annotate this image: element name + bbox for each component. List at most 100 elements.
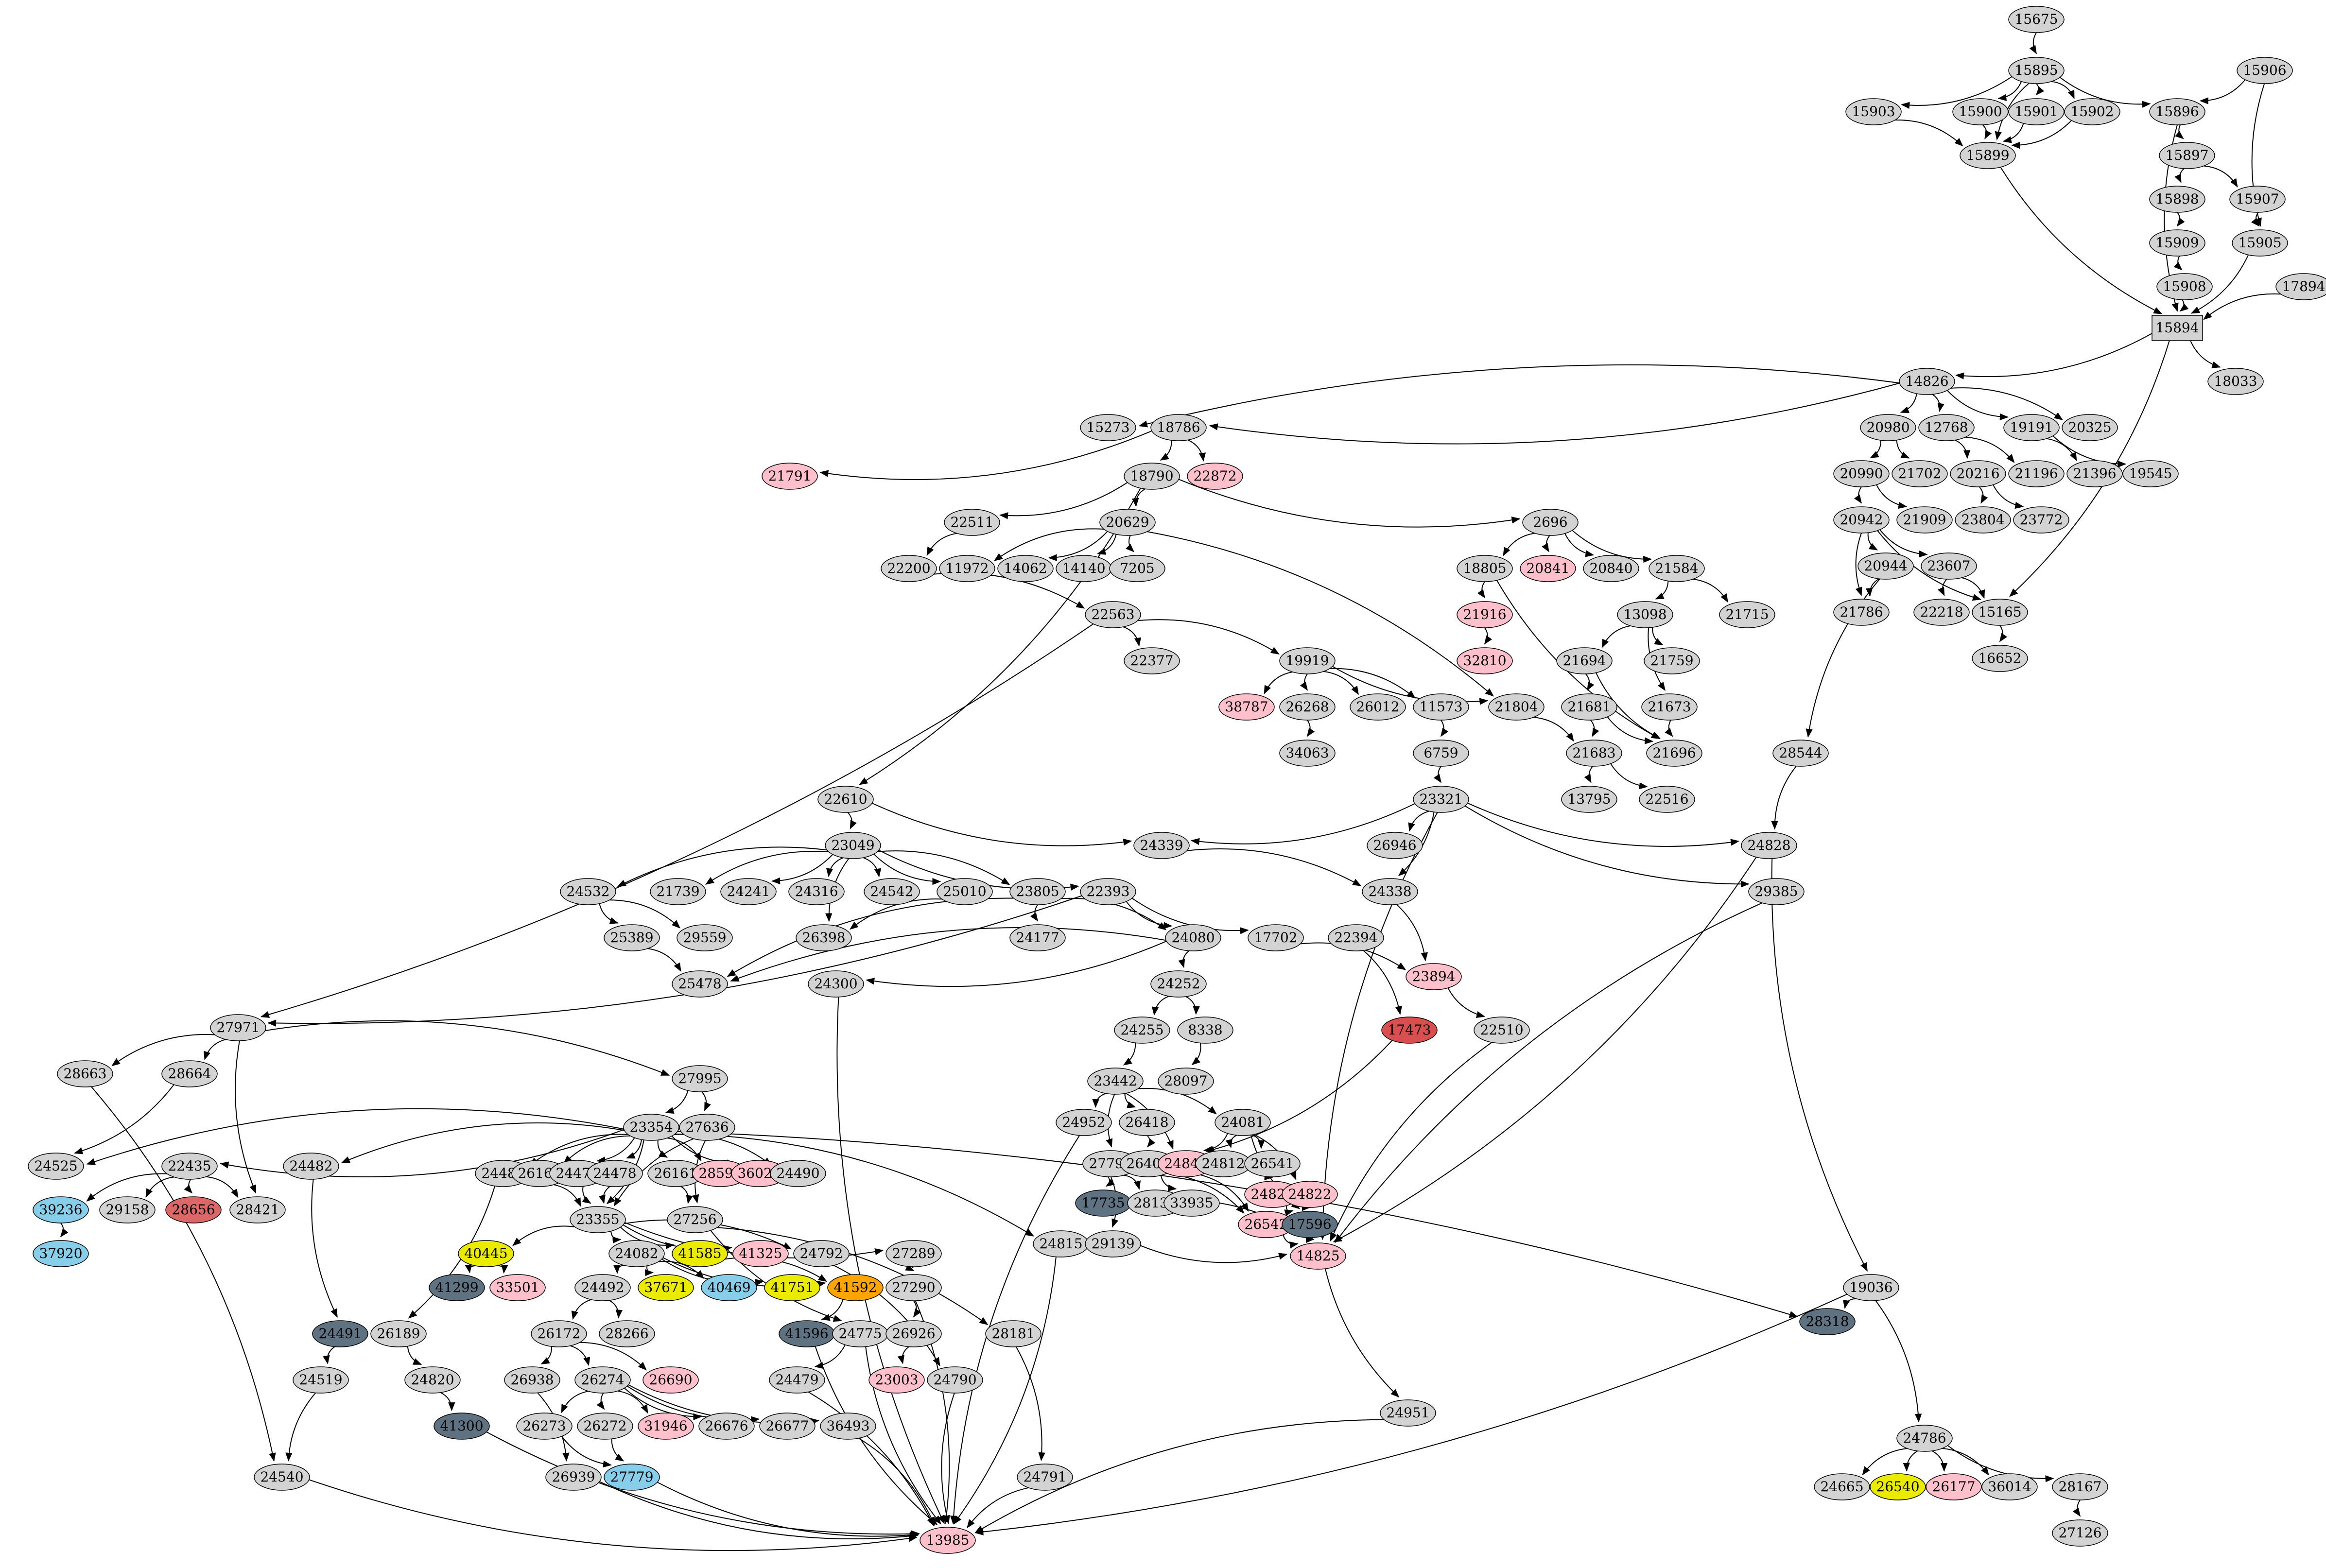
graph-node-24542[interactable]: 24542 (864, 878, 920, 905)
graph-node-24478[interactable]: 24478 (587, 1160, 643, 1187)
graph-node-40469[interactable]: 40469 (701, 1274, 757, 1301)
graph-node-17702[interactable]: 17702 (1248, 924, 1304, 951)
graph-node-20980[interactable]: 20980 (1860, 414, 1916, 441)
graph-node-21739[interactable]: 21739 (650, 878, 706, 905)
graph-node-26189[interactable]: 26189 (370, 1320, 427, 1347)
graph-node-14826[interactable]: 14826 (1899, 368, 1955, 395)
graph-node-24339[interactable]: 24339 (1133, 832, 1190, 859)
graph-node-7205[interactable]: 7205 (1109, 555, 1165, 582)
graph-node-23354[interactable]: 23354 (623, 1114, 679, 1141)
graph-node-22394[interactable]: 22394 (1328, 924, 1384, 951)
graph-node-28097[interactable]: 28097 (1158, 1068, 1214, 1095)
graph-node-26274[interactable]: 26274 (574, 1366, 631, 1394)
graph-node-20216[interactable]: 20216 (1950, 460, 2006, 487)
graph-node-24822[interactable]: 24822 (1282, 1181, 1338, 1208)
graph-node-26542[interactable]: 26542 (1238, 1211, 1294, 1238)
graph-node-24820[interactable]: 24820 (404, 1366, 461, 1394)
graph-node-24665[interactable]: 24665 (1814, 1473, 1870, 1500)
graph-node-15906[interactable]: 15906 (2237, 57, 2293, 84)
graph-node-24815[interactable]: 24815 (1033, 1230, 1089, 1258)
graph-node-33501[interactable]: 33501 (489, 1274, 546, 1301)
graph-node-17473[interactable]: 17473 (1381, 1017, 1438, 1044)
graph-node-24540[interactable]: 24540 (254, 1464, 310, 1491)
graph-node-24338[interactable]: 24338 (1362, 878, 1418, 905)
graph-node-29559[interactable]: 29559 (677, 924, 733, 951)
graph-node-15165[interactable]: 15165 (1972, 599, 2028, 626)
graph-node-26272[interactable]: 26272 (577, 1413, 633, 1440)
graph-node-16652[interactable]: 16652 (1972, 645, 2028, 672)
graph-node-41585[interactable]: 41585 (672, 1240, 728, 1267)
graph-node-27779[interactable]: 27779 (604, 1464, 660, 1491)
graph-node-24479[interactable]: 24479 (769, 1366, 825, 1394)
graph-node-15909[interactable]: 15909 (2149, 229, 2205, 257)
graph-node-26690[interactable]: 26690 (642, 1366, 699, 1394)
graph-node-15895[interactable]: 15895 (2008, 57, 2065, 84)
graph-node-25389[interactable]: 25389 (604, 924, 660, 951)
graph-node-41325[interactable]: 41325 (732, 1240, 789, 1267)
graph-node-26177[interactable]: 26177 (1926, 1473, 1982, 1500)
graph-node-15902[interactable]: 15902 (2064, 98, 2120, 125)
graph-node-17735[interactable]: 17735 (1075, 1189, 1131, 1217)
graph-node-26268[interactable]: 26268 (1279, 693, 1336, 721)
graph-node-24241[interactable]: 24241 (720, 878, 777, 905)
graph-node-24316[interactable]: 24316 (788, 878, 845, 905)
graph-node-22377[interactable]: 22377 (1124, 647, 1180, 674)
graph-node-21584[interactable]: 21584 (1649, 555, 1705, 582)
graph-node-20990[interactable]: 20990 (1833, 460, 1890, 487)
graph-node-17894[interactable]: 17894 (2275, 273, 2326, 300)
graph-node-21702[interactable]: 21702 (1892, 460, 1948, 487)
graph-node-21804[interactable]: 21804 (1488, 693, 1545, 721)
graph-node-27256[interactable]: 27256 (667, 1206, 723, 1233)
graph-node-24490[interactable]: 24490 (770, 1160, 826, 1187)
graph-node-22200[interactable]: 22200 (881, 555, 937, 582)
graph-node-20325[interactable]: 20325 (2062, 414, 2118, 441)
graph-node-14825[interactable]: 14825 (1290, 1242, 1346, 1270)
graph-node-24786[interactable]: 24786 (1896, 1425, 1953, 1452)
graph-node-15905[interactable]: 15905 (2232, 229, 2288, 257)
graph-node-23804[interactable]: 23804 (1955, 506, 2011, 534)
graph-node-15899[interactable]: 15899 (1960, 142, 2016, 169)
graph-node-21696[interactable]: 21696 (1646, 740, 1702, 767)
graph-node-20942[interactable]: 20942 (1833, 506, 1890, 534)
graph-node-28318[interactable]: 28318 (1799, 1308, 1856, 1335)
graph-node-24492[interactable]: 24492 (574, 1274, 631, 1301)
graph-node-21683[interactable]: 21683 (1566, 740, 1622, 767)
graph-node-27289[interactable]: 27289 (885, 1240, 942, 1267)
graph-node-21396[interactable]: 21396 (2066, 460, 2123, 487)
graph-node-29385[interactable]: 29385 (1748, 878, 1805, 905)
graph-node-24790[interactable]: 24790 (927, 1366, 983, 1394)
graph-node-2696[interactable]: 2696 (1522, 509, 1579, 536)
graph-node-29158[interactable]: 29158 (99, 1196, 156, 1223)
graph-node-24255[interactable]: 24255 (1114, 1017, 1170, 1044)
graph-node-21673[interactable]: 21673 (1641, 693, 1698, 721)
graph-node-26939[interactable]: 26939 (545, 1464, 602, 1491)
graph-node-24300[interactable]: 24300 (808, 970, 864, 998)
graph-node-24081[interactable]: 24081 (1215, 1109, 1271, 1136)
graph-node-20629[interactable]: 20629 (1099, 509, 1156, 536)
graph-node-26012[interactable]: 26012 (1350, 693, 1406, 721)
graph-node-15903[interactable]: 15903 (1845, 98, 1902, 125)
graph-node-23321[interactable]: 23321 (1413, 786, 1469, 813)
graph-node-25010[interactable]: 25010 (937, 878, 993, 905)
graph-node-21916[interactable]: 21916 (1457, 601, 1513, 628)
graph-node-26676[interactable]: 26676 (698, 1413, 755, 1440)
graph-node-23355[interactable]: 23355 (570, 1206, 626, 1233)
graph-node-14140[interactable]: 14140 (1056, 555, 1112, 582)
graph-node-24082[interactable]: 24082 (608, 1240, 665, 1267)
graph-node-15675[interactable]: 15675 (2008, 6, 2065, 33)
graph-node-24177[interactable]: 24177 (1009, 924, 1066, 951)
graph-node-22563[interactable]: 22563 (1085, 601, 1141, 628)
graph-node-37671[interactable]: 37671 (638, 1274, 694, 1301)
graph-node-23049[interactable]: 23049 (825, 832, 881, 859)
graph-node-24252[interactable]: 24252 (1150, 970, 1207, 998)
graph-node-24952[interactable]: 24952 (1056, 1109, 1112, 1136)
graph-node-23607[interactable]: 23607 (1921, 552, 1977, 580)
graph-node-41300[interactable]: 41300 (434, 1413, 490, 1440)
graph-node-41596[interactable]: 41596 (779, 1320, 835, 1347)
graph-node-37920[interactable]: 37920 (33, 1240, 89, 1267)
graph-node-12768[interactable]: 12768 (1918, 414, 1975, 441)
graph-node-13098[interactable]: 13098 (1617, 601, 1673, 628)
graph-node-13795[interactable]: 13795 (1561, 786, 1617, 813)
graph-node-26161[interactable]: 26161 (647, 1160, 704, 1187)
